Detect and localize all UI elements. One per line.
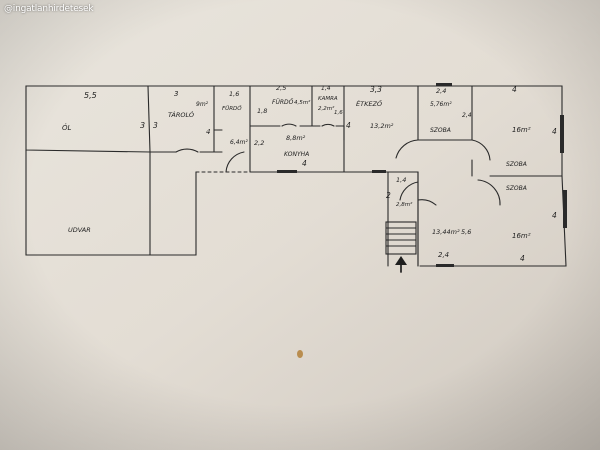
dim-szoba-top-h: 4 <box>552 127 557 136</box>
floor-plan-drawing <box>25 83 567 273</box>
room-label-etkezo: ÉTKEZŐ <box>356 99 383 108</box>
dim-tarolo-area: 9m² <box>196 101 209 108</box>
dim-tarolo-height: 3 <box>153 121 158 130</box>
dim-szoba-top-area: 16m² <box>512 126 531 134</box>
dim-szoba-bottom-w: 4 <box>520 254 525 263</box>
dim-stair-h: 2 <box>386 191 391 200</box>
dim-etkezo-h: 4 <box>346 121 351 130</box>
room-label-ol: ÓL <box>62 123 72 132</box>
dim-kamra-area: 2,2m² <box>318 105 335 112</box>
dim-kamra-w: 1,4 <box>321 85 331 92</box>
dim-szoba-bottom-h: 4 <box>552 211 557 220</box>
dim-szoba-small-area: 5,76m² <box>430 101 452 108</box>
dim-furdo-left-w: 1,6 <box>229 90 239 98</box>
room-label-udvar: UDVAR <box>68 226 91 234</box>
dim-ol-height: 3 <box>140 121 145 130</box>
dim-szoba-bottom-area: 16m² <box>512 232 531 240</box>
watermark-text: @ingatlanhirdetesek <box>4 4 94 14</box>
dim-tarolo-4: 4 <box>206 128 210 136</box>
dim-stair-area: 2,8m² <box>396 201 413 208</box>
dim-kamra-h: 1,6 <box>334 110 343 116</box>
dim-nappali-w: 2,4 <box>438 251 449 259</box>
room-label-tarolo: TÁROLÓ <box>168 110 194 119</box>
dim-stair-w: 1,4 <box>396 176 406 184</box>
room-label-konyha: KONYHA <box>284 151 309 158</box>
dim-etkezo-area: 13,2m² <box>370 122 394 130</box>
dim-ol-width: 5,5 <box>84 91 97 100</box>
dim-furdo-w: 2,5 <box>276 84 286 92</box>
dim-etkezo-w: 3,3 <box>370 85 382 94</box>
dim-furdo-area: 4,5m² <box>294 99 311 106</box>
room-label-szoba-small: SZOBA <box>430 127 451 134</box>
dim-szoba-small-w: 2,4 <box>436 87 446 95</box>
dim-konyha-w: 4 <box>302 159 307 168</box>
dim-furdo-h: 1,8 <box>257 107 267 115</box>
dimension-labels: 5,5 3 3 3 9m² 4 1,6 2,5 1,8 4,5m² 1,4 2,… <box>84 84 557 263</box>
room-label-kamra: KAMRA <box>318 96 338 102</box>
dim-hall-h: 2,2 <box>254 139 264 147</box>
dim-szoba-small-h: 2,4 <box>462 112 472 119</box>
dim-nappali-h: 5,6 <box>461 228 471 236</box>
dim-hall-area: 6,4m² <box>230 139 248 146</box>
paper-stain <box>297 350 303 358</box>
dim-konyha-area: 8,8m² <box>286 134 306 142</box>
room-label-szoba-bottom: SZOBA <box>506 185 527 192</box>
dim-nappali-area: 13,44m² <box>432 228 460 236</box>
room-label-furdo: FÜRDŐ <box>272 99 294 106</box>
dim-tarolo-width: 3 <box>174 90 178 98</box>
dim-szoba-top-w: 4 <box>512 85 517 94</box>
room-label-furdo-left: FÜRDŐ <box>222 105 242 112</box>
room-label-szoba-top: SZOBA <box>506 161 527 168</box>
